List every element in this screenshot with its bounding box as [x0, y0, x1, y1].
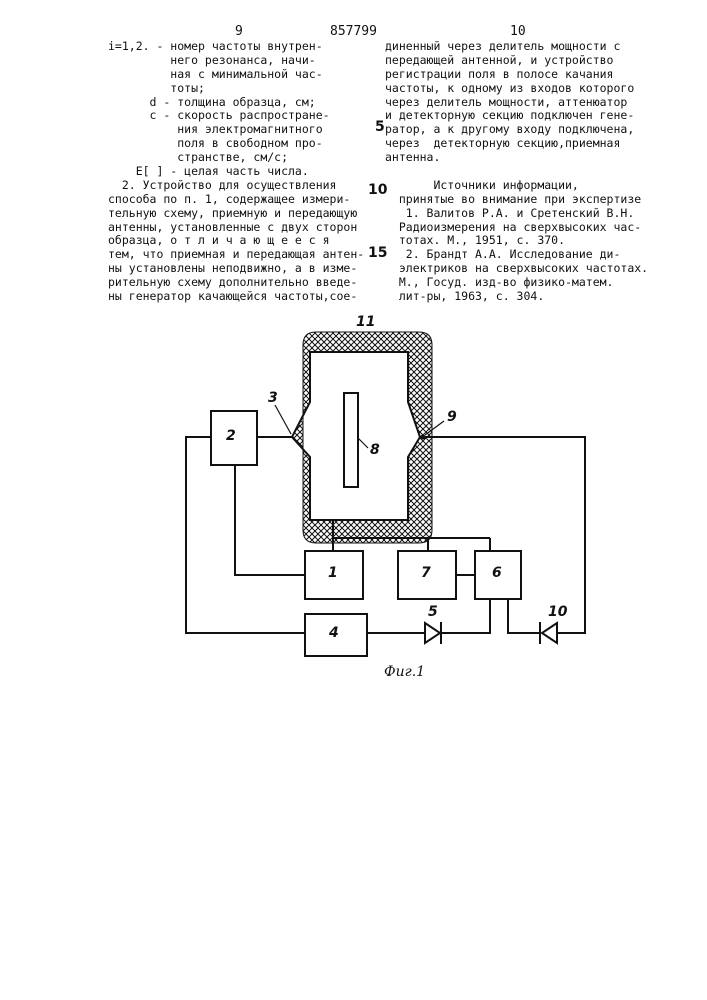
label-2: 2	[226, 428, 236, 444]
shield-hatching	[292, 332, 432, 543]
sample-bar	[344, 393, 358, 487]
diode-10	[540, 622, 557, 644]
label-1: 1	[328, 565, 338, 581]
label-5: 5	[428, 604, 438, 620]
diode-5	[425, 622, 441, 644]
cavity-outline	[292, 352, 420, 520]
label-4: 4	[329, 625, 339, 641]
label-6: 6	[492, 565, 502, 581]
label-8: 8	[370, 442, 380, 458]
label-11: 11	[356, 314, 375, 330]
label-9: 9	[447, 409, 457, 425]
figure-caption: Фиг.1	[384, 664, 425, 680]
label-3: 3	[268, 390, 278, 406]
label-7: 7	[421, 565, 431, 581]
label-10: 10	[548, 604, 567, 620]
